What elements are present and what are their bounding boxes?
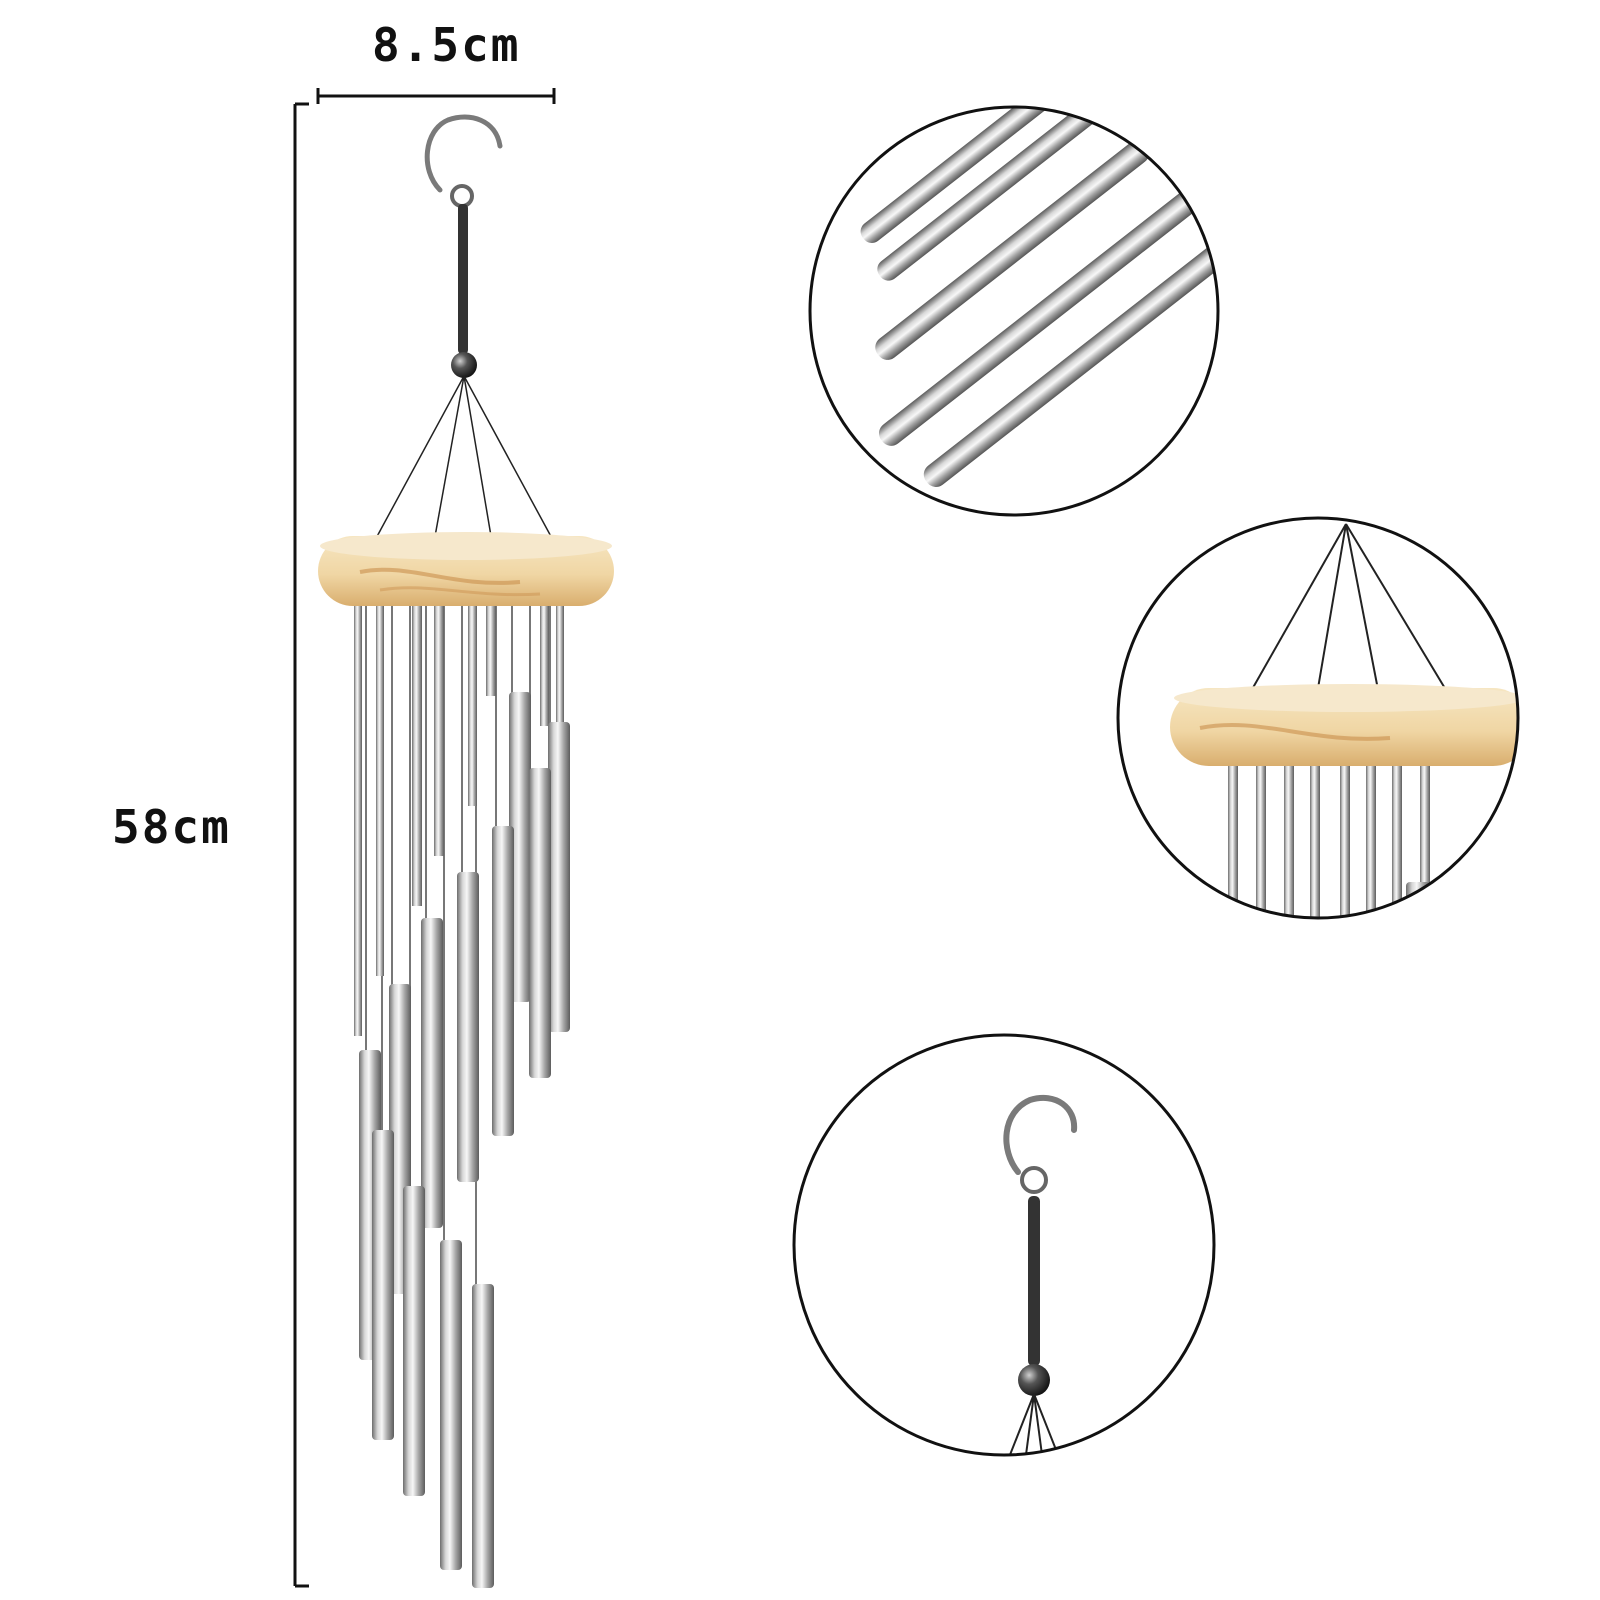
width-dimension-label: 8.5cm: [372, 18, 521, 72]
bead: [451, 352, 477, 378]
height-dimension-line: [293, 102, 309, 1588]
hook-closeup-icon: [1003, 1095, 1078, 1175]
detail-hook-closeup: [792, 1033, 1216, 1457]
chime-tubes: [354, 606, 570, 1588]
width-dimension-line: [316, 88, 556, 104]
detail-disc-closeup: [1116, 516, 1520, 920]
wooden-disc: [318, 532, 614, 606]
wind-chime: [318, 114, 614, 1588]
hook-icon: [424, 114, 503, 193]
height-dimension-label: 58cm: [112, 800, 231, 854]
detail-tubes-closeup: [808, 105, 1220, 517]
